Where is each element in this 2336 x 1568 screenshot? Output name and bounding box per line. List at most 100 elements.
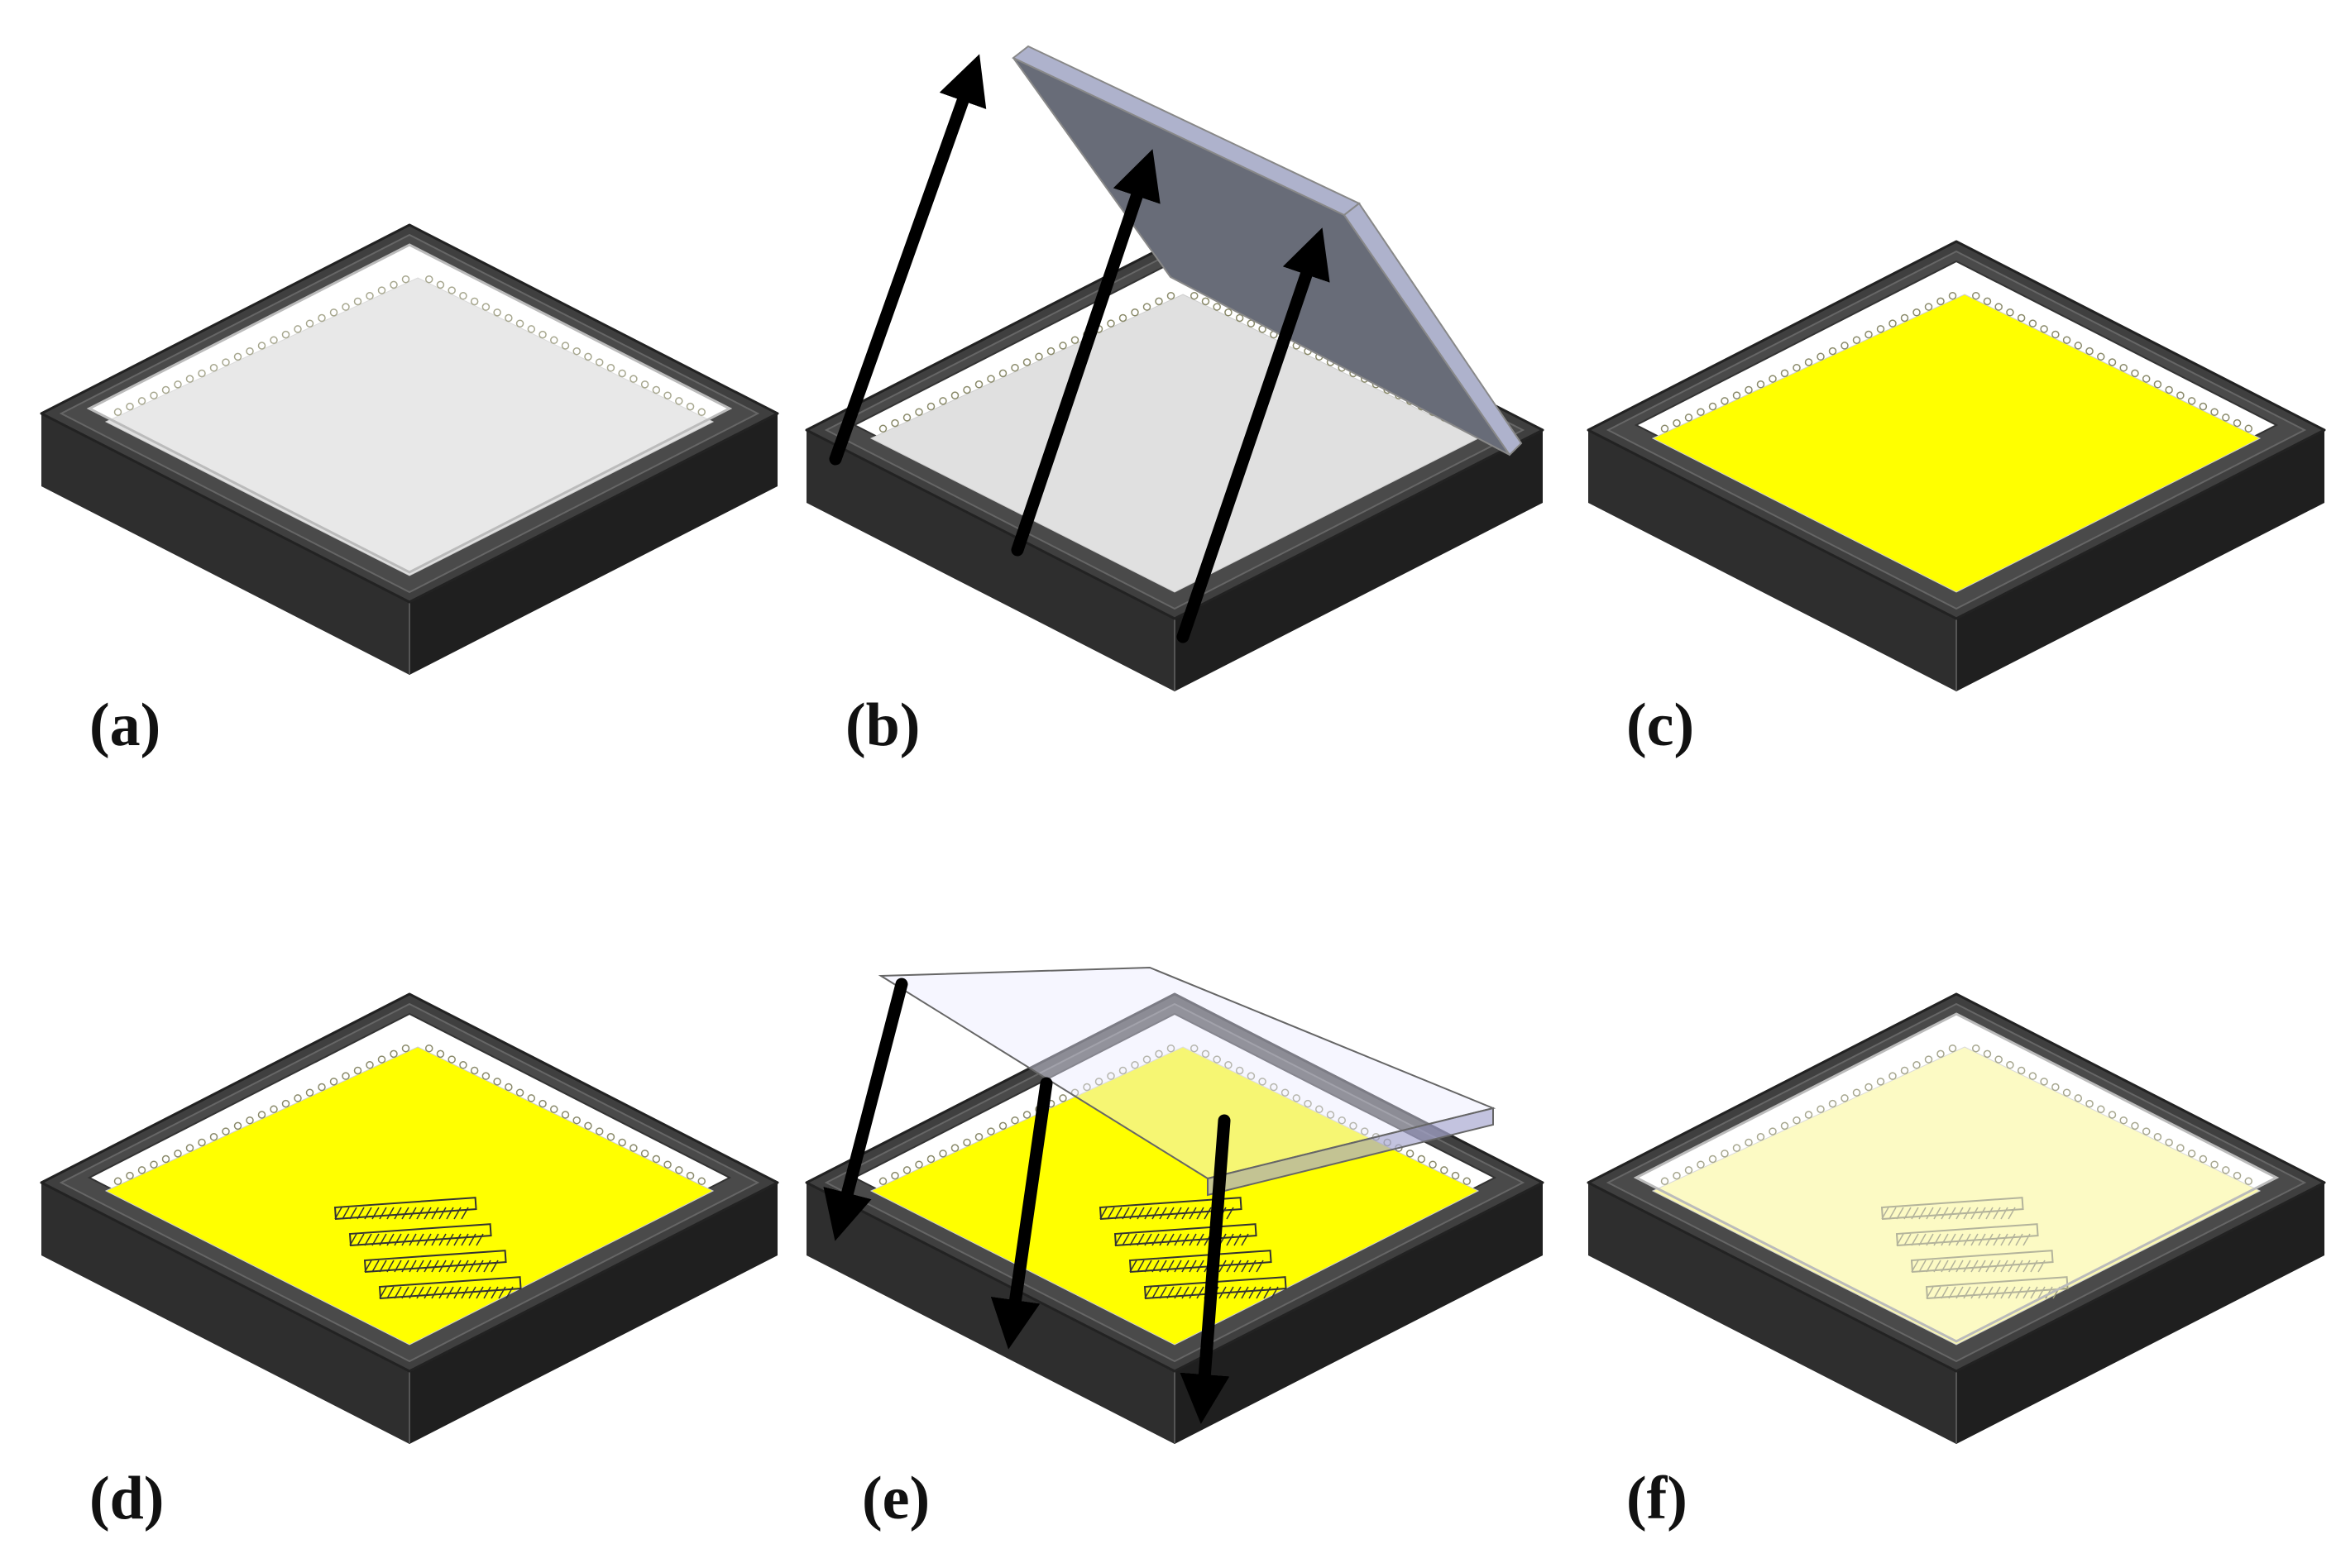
edge-bump	[342, 1072, 350, 1080]
pattern-hatch	[1159, 1260, 1167, 1273]
edge-bump	[1660, 1177, 1669, 1186]
pattern-hatch	[1941, 1233, 1949, 1246]
edge-bump	[1697, 1160, 1705, 1169]
motion-arrow	[1180, 1114, 1231, 1424]
panel-a	[40, 223, 779, 675]
edge-bump	[1994, 303, 2003, 311]
pattern-hatch	[431, 1260, 439, 1273]
pattern-hatch	[349, 1233, 357, 1246]
edge-bump	[926, 402, 936, 411]
edge-bump	[2062, 1088, 2071, 1097]
pattern-hatch	[1970, 1207, 1979, 1220]
edge-bump	[113, 1177, 122, 1186]
pattern-hatch	[1933, 1233, 1941, 1246]
pattern-hatch	[416, 1207, 424, 1220]
pattern-hatch	[1993, 1260, 2001, 1273]
edge-bump	[257, 1111, 266, 1119]
edge-bump	[1155, 1049, 1163, 1059]
edge-bump	[1349, 1121, 1357, 1131]
edge-bump	[1948, 1044, 1957, 1053]
edge-bump	[1292, 1094, 1301, 1102]
edge-bump	[377, 286, 386, 294]
panel-label-a: (a)	[89, 691, 161, 759]
edge-bump	[527, 325, 536, 333]
edge-bump	[233, 1121, 242, 1131]
edge-bump	[1201, 297, 1210, 306]
edge-bump	[1131, 308, 1139, 317]
edge-bump	[629, 375, 638, 383]
edge-bump	[1258, 1078, 1266, 1086]
pattern-hatch	[1903, 1233, 1912, 1246]
edge-bump	[686, 1171, 695, 1180]
pattern-hatch	[2008, 1233, 2016, 1246]
edge-bump	[1235, 313, 1244, 323]
edge-bump	[246, 347, 254, 356]
base-right-side	[409, 1183, 778, 1444]
edge-bump	[281, 1099, 290, 1108]
motion-arrow	[990, 1077, 1053, 1350]
pattern-hatch	[401, 1260, 409, 1273]
edge-bump	[1924, 1055, 1933, 1064]
edge-bump	[2233, 418, 2242, 428]
panel-label-e: (e)	[862, 1465, 931, 1532]
edge-bump	[515, 1088, 524, 1097]
pattern-hatch	[1241, 1233, 1249, 1246]
edge-bump	[2187, 1150, 2196, 1158]
edge-bump	[2017, 313, 2026, 323]
pattern-hatch	[1948, 1233, 1956, 1246]
edge-bump	[1280, 1088, 1290, 1097]
base-right-side	[1175, 1183, 1543, 1444]
panel-e	[805, 966, 1544, 1444]
edge-bump	[1841, 1094, 1849, 1102]
pattern-hatch	[1151, 1233, 1160, 1246]
pattern-hatch	[386, 1260, 395, 1273]
edge-bump	[448, 286, 456, 294]
edge-bump	[185, 375, 194, 383]
pattern-hatch	[438, 1207, 447, 1220]
pattern-hatch	[461, 1233, 469, 1246]
edge-bump	[137, 1166, 146, 1174]
edge-bump	[2028, 319, 2037, 327]
pattern-stripe	[363, 1250, 507, 1274]
edge-bump	[1451, 1171, 1460, 1180]
edge-bump	[2153, 380, 2162, 389]
edge-bump	[998, 369, 1008, 378]
pattern-hatch	[1263, 1286, 1271, 1299]
edge-bump	[493, 1078, 501, 1086]
pattern-hatch	[1174, 1260, 1182, 1273]
edge-bump	[629, 1144, 638, 1152]
pattern-hatch	[431, 1233, 439, 1246]
edge-bump	[1983, 297, 1992, 306]
pattern-hatch	[1970, 1260, 1979, 1273]
pattern-hatch	[1181, 1286, 1190, 1299]
pattern-hatch	[1174, 1286, 1182, 1299]
edge-bump	[436, 280, 445, 289]
pattern-hatch	[1248, 1260, 1257, 1273]
pattern-hatch	[1137, 1233, 1145, 1246]
edge-bump	[1107, 319, 1115, 327]
pattern-hatch	[364, 1233, 372, 1246]
base-right-side	[1956, 430, 2324, 691]
pattern-stripe	[1128, 1250, 1272, 1274]
edge-bump	[902, 1166, 912, 1174]
pattern-hatch	[1978, 1207, 1986, 1220]
edge-bump	[998, 1121, 1008, 1131]
edge-bump	[1745, 385, 1753, 394]
pattern-hatch	[1151, 1260, 1160, 1273]
pattern-hatch	[1218, 1286, 1227, 1299]
edge-bump	[1888, 1072, 1897, 1080]
pattern-hatch	[394, 1260, 402, 1273]
edge-bump	[2097, 1105, 2105, 1114]
edge-bump	[2131, 1121, 2139, 1131]
pattern-stripe	[1925, 1276, 2069, 1300]
edge-bump	[1190, 291, 1199, 300]
edge-bump	[1924, 303, 1933, 311]
pattern-hatch	[2015, 1260, 2023, 1273]
pattern-hatch	[1926, 1233, 1934, 1246]
edge-bump	[2165, 1138, 2173, 1147]
edge-bump	[584, 1121, 592, 1131]
motion-arrow	[1011, 149, 1161, 557]
edge-bump	[1971, 291, 1980, 300]
pattern-hatch	[1144, 1207, 1152, 1220]
pattern-hatch	[364, 1260, 372, 1273]
